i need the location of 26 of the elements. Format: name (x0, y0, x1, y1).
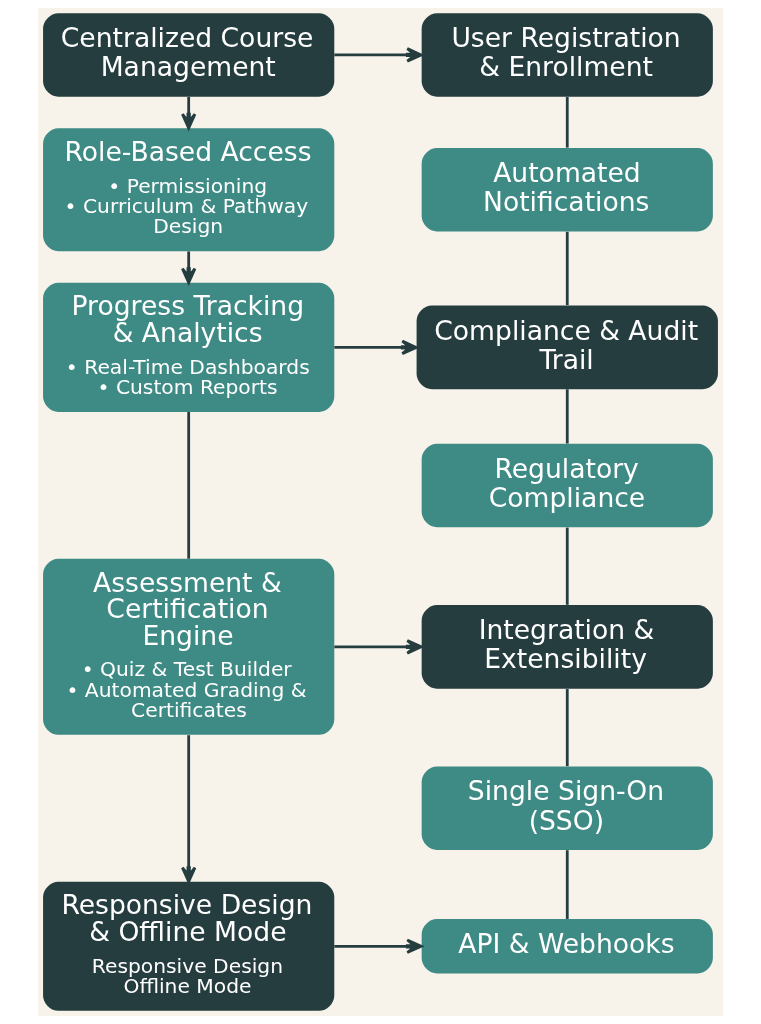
connector (565, 389, 569, 444)
connector (187, 412, 191, 559)
arrow (334, 938, 423, 954)
connector (565, 689, 569, 767)
arrow (334, 47, 423, 63)
arrow (334, 339, 418, 356)
arrow (181, 96, 197, 130)
node-box: User Registration & Enrollment (421, 13, 713, 97)
node-box: Automated Notifications (421, 148, 713, 232)
arrow (181, 251, 197, 284)
node-box: Compliance & Audit Trail (416, 305, 718, 390)
connector (565, 850, 569, 919)
connector (565, 527, 569, 605)
node-box: Centralized Course Management (43, 13, 335, 97)
node-box: Responsive Design & Offline Mode Responsive Design Offline Mode (43, 881, 335, 1011)
node-box: Single Sign-On (SSO) (421, 766, 713, 851)
node-box: Progress Tracking & Analytics • Real-Time Dashboards • Custom Reports (43, 282, 335, 412)
arrow (181, 735, 197, 883)
node-box: Assessment & Certification Engine • Quiz & Test Builder • Automated Grading & Certificates (43, 558, 335, 735)
connector (565, 231, 569, 306)
connector (565, 96, 569, 148)
arrow (334, 639, 423, 655)
node-box: Role-Based Access • Permissioning • Curriculum & Pathway Design (43, 128, 335, 252)
node-box: API & Webhooks (421, 919, 713, 974)
node-box: Integration & Extensibility (421, 605, 713, 689)
node-box: Regulatory Compliance (421, 443, 713, 528)
